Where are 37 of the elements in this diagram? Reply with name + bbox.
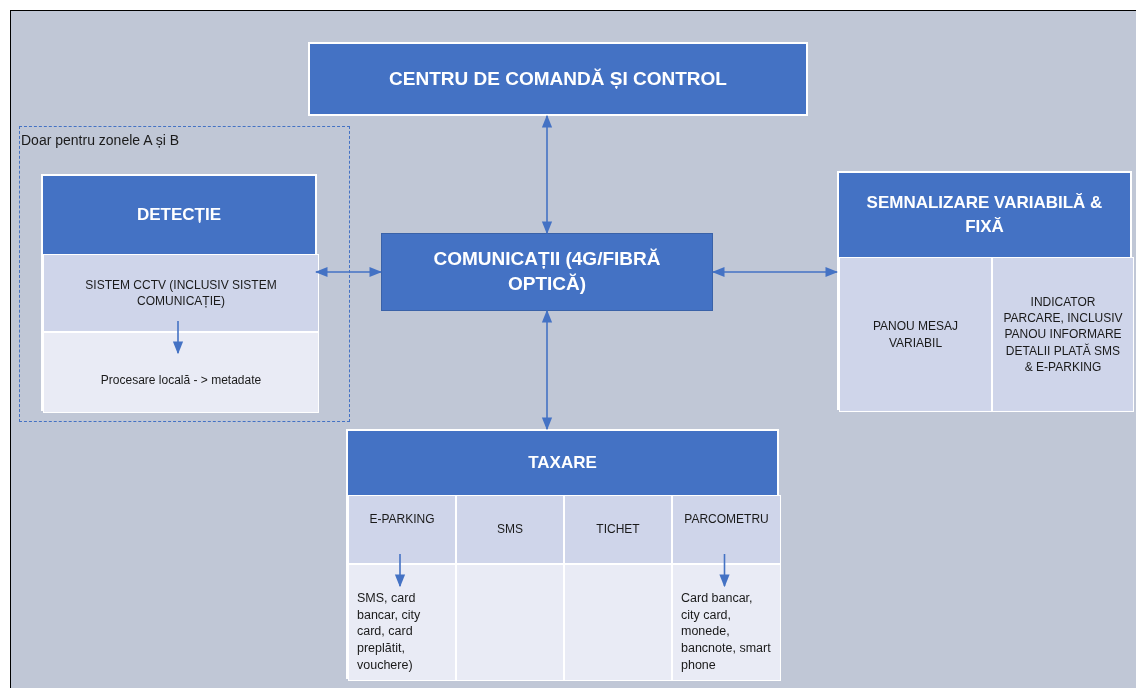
table-cell (43, 332, 319, 413)
cell-text: SISTEM CCTV (INCLUSIV SISTEM COMUNICAȚIE) (84, 276, 278, 310)
cell-text: SMS (497, 521, 523, 538)
arrow (394, 553, 406, 588)
cell-text: Procesare locală - > metadate (100, 372, 262, 389)
process-box: COMUNICAȚII (4G/FIBRĂ OPTICĂ) (381, 233, 713, 311)
table-cell (348, 495, 456, 564)
double-arrow (541, 114, 553, 235)
cell-text: Card bancar, city card, monede, bancnote, smart phone (681, 589, 772, 674)
cell-text: PARCOMETRU (684, 511, 769, 528)
table-cell (839, 257, 992, 412)
panel-heading: DETECȚIE (43, 176, 315, 254)
arrow (172, 320, 184, 355)
cell-text: SMS, card bancar, city card, card preplătit, vouchere) (357, 589, 422, 674)
table-cell (348, 564, 456, 681)
title-box: CENTRU DE COMANDĂ ȘI CONTROL (308, 42, 808, 116)
double-arrow (541, 309, 553, 431)
zone-label: Doar pentru zonele A și B (21, 132, 179, 148)
table-panel (346, 429, 779, 679)
panel-heading: SEMNALIZARE VARIABILĂ & FIXĂ (839, 173, 1130, 257)
table-cell (43, 254, 319, 332)
double-arrow (314, 266, 383, 278)
table-cell (672, 564, 781, 681)
cell-text: E-PARKING (369, 511, 435, 528)
table-cell (672, 495, 781, 564)
dashed-zone (19, 126, 350, 422)
cell-text: PANOU MESAJ VARIABIL (871, 318, 960, 351)
double-arrow (711, 266, 839, 278)
arrow (719, 553, 730, 588)
table-cell (456, 495, 564, 564)
table-panel (837, 171, 1132, 410)
cell-text: INDICATOR PARCARE, INCLUSIV PANOU INFORMARE DETALII PLATĂ SMS & E-PARKING (1002, 294, 1124, 375)
table-cell (992, 257, 1134, 412)
table-panel (41, 174, 317, 411)
cell-text: TICHET (596, 521, 640, 538)
panel-heading: TAXARE (348, 431, 777, 495)
table-cell (564, 495, 672, 564)
